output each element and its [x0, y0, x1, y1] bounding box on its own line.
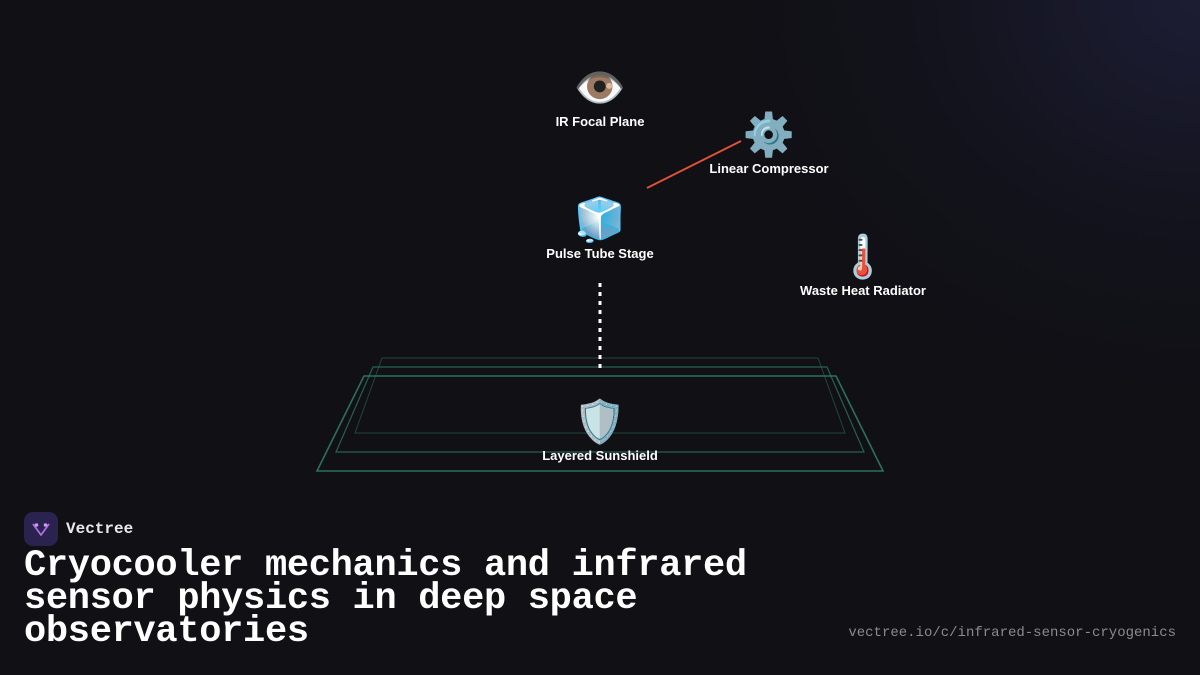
node-label: IR Focal Plane — [555, 114, 645, 129]
node-label: Layered Sunshield — [542, 448, 658, 463]
brand-name: Vectree — [66, 520, 134, 538]
node-label: Waste Heat Radiator — [800, 283, 926, 298]
eye-icon: 👁️ — [573, 63, 627, 112]
vectree-logo-mark — [32, 523, 50, 536]
node-ir-focal-plane: 👁️ IR Focal Plane — [510, 63, 690, 130]
sunshield-layer-middle — [335, 366, 865, 453]
source-url[interactable]: vectree.io/c/infrared-sensor-cryogenics — [848, 625, 1176, 641]
brand: Vectree — [24, 512, 133, 546]
node-label: Linear Compressor — [709, 161, 829, 176]
sunshield-layers — [315, 357, 885, 472]
ice-cube-icon: 🧊 — [573, 195, 627, 244]
sunshield-layer-outer — [315, 375, 885, 472]
page-title: Cryocooler mechanics and infrared sensor… — [24, 545, 747, 653]
vectree-logo-icon — [24, 512, 58, 546]
node-linear-compressor: ⚙️ Linear Compressor — [679, 110, 859, 177]
connector-compressor-to-pulse-tube — [646, 140, 742, 189]
gear-icon: ⚙️ — [742, 110, 796, 159]
node-layered-sunshield: 🛡️ Layered Sunshield — [510, 397, 690, 464]
node-label: Pulse Tube Stage — [546, 246, 654, 261]
shield-icon: 🛡️ — [573, 397, 627, 446]
thermometer-icon: 🌡️ — [836, 232, 890, 281]
sunshield-layer-inner — [354, 357, 846, 434]
node-pulse-tube-stage: 🧊 Pulse Tube Stage — [510, 195, 690, 262]
node-waste-heat-radiator: 🌡️ Waste Heat Radiator — [773, 232, 953, 299]
